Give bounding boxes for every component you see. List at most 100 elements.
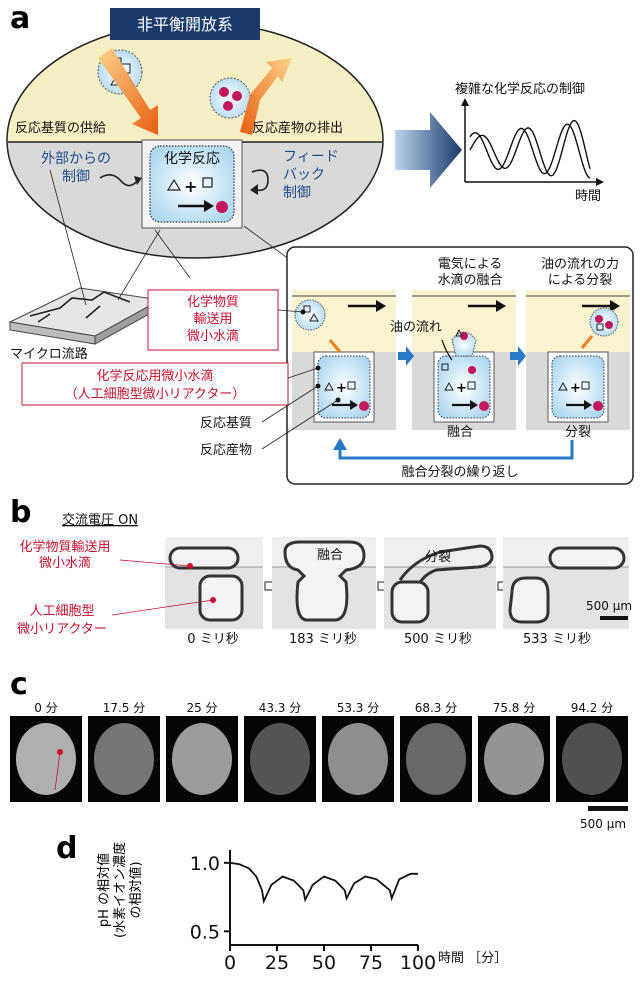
ph-series-line xyxy=(229,861,418,905)
reactor-glow xyxy=(484,723,544,795)
fission-label-b: 分裂 xyxy=(425,550,451,565)
repeat-label: 融合分裂の繰り返し xyxy=(401,465,518,480)
transport-b-line2: 微小水滴 xyxy=(39,555,91,571)
oil-flow-label: 油の流れ xyxy=(390,320,442,335)
chem-reaction-label: 化学反応 xyxy=(164,151,220,167)
system-title-box xyxy=(110,8,260,40)
reactor-glow xyxy=(250,723,310,795)
zoom-line xyxy=(117,229,161,301)
svg-text:+: + xyxy=(184,177,197,196)
time-label-a: 時間 xyxy=(575,189,601,204)
reactor-line1: 化学反応用微小水滴 xyxy=(96,368,213,384)
supply-arrow xyxy=(98,48,158,135)
oil-split-line1: 油の流れの力 xyxy=(541,257,619,272)
ylabel-d: pH の相対値 (水素イオン濃度 の相対値) xyxy=(96,842,144,938)
feedback-line3: 制御 xyxy=(283,185,311,201)
repeat-arrow xyxy=(338,440,574,460)
frame-time: 75.8 分 xyxy=(493,701,536,715)
x-tick-label: 0 xyxy=(224,952,236,974)
reactor-b-line2: 微小リアクター xyxy=(17,622,107,637)
system-title: 非平衡開放系 xyxy=(137,15,233,34)
y-tick-label: 0.5 xyxy=(190,921,220,943)
zoom-line xyxy=(154,229,191,279)
reactor-box xyxy=(21,362,289,406)
panel-c-letter: c xyxy=(10,667,28,702)
fission-label-a: 分裂 xyxy=(565,425,591,440)
transport-line2: 輸送用 xyxy=(193,312,232,327)
oil-split-line2: による分裂 xyxy=(548,273,613,288)
panel-d-letter: d xyxy=(56,831,77,866)
reactor-glow xyxy=(172,723,232,795)
external-control-arrow xyxy=(99,174,139,187)
panel-b-letter: b xyxy=(10,495,31,530)
feedback-line2: バック xyxy=(283,167,325,183)
reactor-glow xyxy=(94,723,154,795)
channel-frames: + + + xyxy=(292,290,630,430)
microfluidic-label: マイクロ流路 xyxy=(10,346,88,362)
feedback-arrow xyxy=(251,169,269,192)
reactor-glow xyxy=(406,723,466,795)
microscope-frames xyxy=(165,537,629,629)
frame-time-4: 533 ミリ秒 xyxy=(523,632,591,647)
ylabel-line1: pH の相対値 xyxy=(96,853,112,927)
svg-text:+: + xyxy=(456,381,467,396)
reactor-well: + xyxy=(141,139,243,229)
transport-line1: 化学物質 xyxy=(187,294,239,310)
transport-b-line1: 化学物質輸送用 xyxy=(19,539,110,555)
x-tick-label: 50 xyxy=(312,952,336,974)
discharge-arrow xyxy=(240,58,292,135)
frame-time: 25 分 xyxy=(186,701,217,715)
complex-control-label: 複雑な化学反応の制御 xyxy=(455,81,585,97)
big-blue-arrow xyxy=(395,112,462,188)
reactor-droplet xyxy=(551,355,605,419)
electric-fusion-line1: 電気による xyxy=(438,256,503,272)
microfluidic-chip xyxy=(8,287,162,345)
ylabel-line3: の相対値) xyxy=(128,861,144,918)
frame-time-2: 183 ミリ秒 xyxy=(289,632,357,647)
zoom-line xyxy=(49,169,87,306)
frame-time: 53.3 分 xyxy=(337,701,380,715)
supply-label: 反応基質の供給 xyxy=(15,121,106,136)
fusion-label-b: 融合 xyxy=(317,548,343,563)
svg-text:+: + xyxy=(336,381,347,396)
reactor-b-line1: 人工細胞型 xyxy=(29,604,94,619)
outgoing-droplet xyxy=(209,77,251,119)
frame-time: 17.5 分 xyxy=(103,701,146,715)
scale-c-label: 500 μm xyxy=(580,817,626,831)
oscillation-graph xyxy=(461,98,604,186)
reactor-glow xyxy=(16,723,76,795)
xlabel-d: 時間 ［分］ xyxy=(438,951,507,966)
reactor-line2: （人工細胞型微小リアクター） xyxy=(65,387,246,402)
svg-text:+: + xyxy=(570,381,581,396)
step-arrow xyxy=(398,346,414,366)
frame-time: 43.3 分 xyxy=(259,701,302,715)
x-tick-label: 75 xyxy=(359,952,383,974)
y-tick-label: 1.0 xyxy=(190,853,220,875)
ac-label: 交流電圧 ON xyxy=(62,512,138,528)
external-control-line1: 外部からの xyxy=(41,151,111,167)
external-control-line2: 制御 xyxy=(62,169,90,185)
frame-time: 0 分 xyxy=(34,701,57,715)
ph-chart: 0.5 1.0 0 25 50 75 100 xyxy=(190,850,436,974)
reactor-glow xyxy=(562,723,622,795)
step-arrow xyxy=(510,346,526,366)
frame-time-3: 500 ミリ秒 xyxy=(404,632,472,647)
fluorescence-frames: 0 分 17.5 分 25 分 43.3 分 53.3 分 68.3 分 75.8 分 94.… xyxy=(10,701,628,802)
transport-line3: 微小水滴 xyxy=(187,328,239,344)
reactor-glow xyxy=(328,723,388,795)
ylabel-line2: (水素イオン濃度 xyxy=(112,842,128,938)
panel-a-letter: a xyxy=(10,1,30,36)
frame-time: 94.2 分 xyxy=(571,701,614,715)
x-tick-label: 100 xyxy=(400,952,436,974)
scale-c-bar xyxy=(588,806,628,811)
transport-droplet xyxy=(589,307,619,337)
feedback-line1: フィード xyxy=(283,149,339,165)
frame-time-1: 0 ミリ秒 xyxy=(187,632,238,647)
transport-box xyxy=(147,289,279,351)
substrate-label: 反応基質 xyxy=(200,416,252,431)
frame-time: 68.3 分 xyxy=(415,701,458,715)
x-tick-label: 25 xyxy=(265,952,289,974)
fusion-label-a: 融合 xyxy=(447,425,473,440)
scale-b-bar xyxy=(600,616,628,620)
